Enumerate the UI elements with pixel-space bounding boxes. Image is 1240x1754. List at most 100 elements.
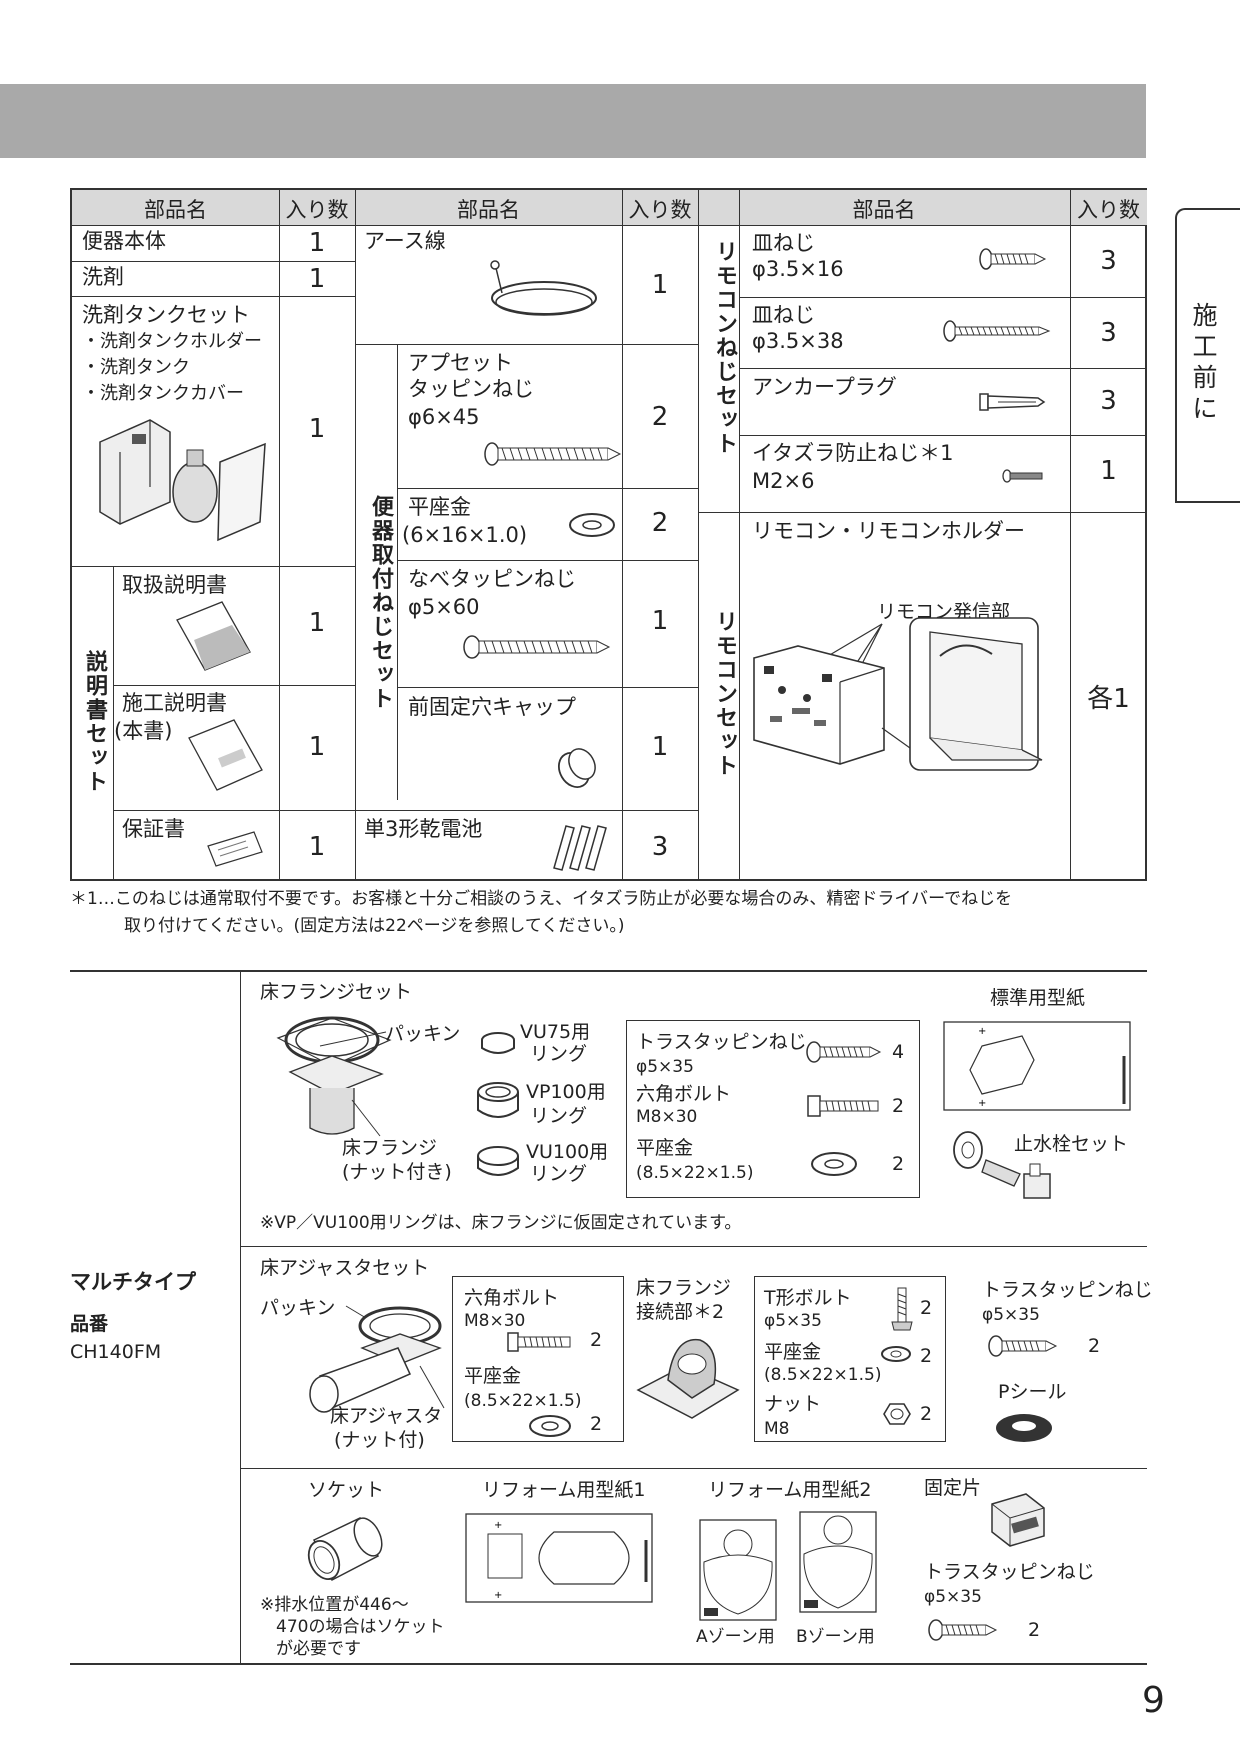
hex-bolt-name: 六角ボルト xyxy=(636,1083,732,1105)
parts-table: 部品名 入り数 部品名 入り数 部品名 入り数 便器本体 1 洗剤 1 洗剤タン… xyxy=(70,188,1147,881)
qty-detergent: 1 xyxy=(308,264,326,294)
truss-screw-icon xyxy=(806,1041,882,1063)
ring-vp100-name: VP100用 xyxy=(526,1081,606,1103)
part-install-manual: 施工説明書 xyxy=(122,691,227,715)
hex-bolt-qty: 2 xyxy=(892,1095,905,1117)
footnote-line-1: ＊1…このねじは通常取付不要です。お客様と十分ご相談のうえ、イタズラ防止が必要な… xyxy=(70,889,1013,909)
part-anti-tamper-screw-spec: M2×6 xyxy=(752,469,815,493)
flat-washer-icon xyxy=(811,1152,857,1176)
fixer-screw-icon xyxy=(928,1619,998,1641)
connector-label: 床フランジ xyxy=(636,1277,732,1299)
adj-washer-icon xyxy=(529,1415,571,1437)
qty-upset-screw: 2 xyxy=(651,402,669,432)
fixer-screw-qty: 2 xyxy=(1028,1619,1041,1641)
socket-label: ソケット xyxy=(308,1479,385,1501)
flange-screw-box xyxy=(626,1020,920,1198)
qty-anchor-plug: 3 xyxy=(1100,386,1117,416)
part-install-manual-sub: (本書) xyxy=(114,719,173,743)
flange-leader xyxy=(351,1099,381,1137)
ring-vu75-icon xyxy=(481,1032,515,1054)
floor-adjuster-icon xyxy=(309,1305,445,1413)
adj-truss-screw-icon xyxy=(988,1335,1058,1357)
part-anti-tamper-screw: イタズラ防止ねじ＊1 xyxy=(752,441,954,465)
t-bolt-spec: φ5×35 xyxy=(764,1311,822,1331)
standard-template-icon: + + xyxy=(943,1021,1131,1111)
floor-flange-icon xyxy=(276,1016,392,1135)
adj-washer-name: 平座金 xyxy=(464,1365,522,1387)
p-seal-icon xyxy=(996,1414,1052,1442)
ring-note: ※VP／VU100用リングは、床フランジに仮固定されています。 xyxy=(260,1213,742,1233)
floor-flange-set-title: 床フランジセット xyxy=(260,981,413,1003)
packing-label: パッキン xyxy=(385,1023,461,1045)
adj-truss-screw-qty: 2 xyxy=(1088,1335,1101,1357)
standard-template-label: 標準用型紙 xyxy=(990,987,1086,1009)
ring-vp100-sub: リング xyxy=(530,1105,588,1127)
qty-remote-set: 各1 xyxy=(1087,684,1130,714)
t-bolt-qty: 2 xyxy=(920,1297,933,1319)
floor-flange-label: 床フランジ xyxy=(342,1137,438,1159)
qty-tank-set: 1 xyxy=(308,414,326,444)
reform-template-1-label: リフォーム用型紙1 xyxy=(482,1479,646,1501)
earth-wire-icon xyxy=(490,260,597,316)
qty-front-cap: 1 xyxy=(651,732,669,762)
floor-flange-sub: (ナット付き) xyxy=(342,1161,452,1183)
qty-flat-screw-16: 3 xyxy=(1100,246,1117,276)
part-detergent: 洗剤 xyxy=(82,265,124,289)
group-manual-set: 説明書セット xyxy=(82,650,107,794)
fixer-icon xyxy=(991,1493,1045,1547)
adj-hex-bolt-icon xyxy=(507,1332,571,1352)
socket-icon xyxy=(307,1516,383,1582)
header-name-2: 部品名 xyxy=(457,198,520,222)
connector-sub: 接続部＊2 xyxy=(636,1301,725,1323)
part-flat-screw-38-spec: φ3.5×38 xyxy=(752,329,844,353)
truss-screw-name: トラスタッピンねじ xyxy=(636,1031,807,1053)
fixer-screw-spec: φ5×35 xyxy=(924,1587,982,1607)
remote-controller-icon xyxy=(753,617,1043,771)
adjuster-packing-label: パッキン xyxy=(260,1297,336,1319)
fixer-screw-name: トラスタッピンねじ xyxy=(924,1561,1095,1583)
qty-flat-washer: 2 xyxy=(651,508,669,538)
flat-washer-qty: 2 xyxy=(892,1153,905,1175)
tbox-washer-qty: 2 xyxy=(920,1345,933,1367)
part-pan-screw-spec: φ5×60 xyxy=(408,595,480,619)
svg-text:+: + xyxy=(494,1590,502,1601)
reform-template-2-label: リフォーム用型紙2 xyxy=(708,1479,872,1501)
adjuster-sub: (ナット付) xyxy=(334,1429,425,1451)
group-remote-screw-set: リモコンねじセット xyxy=(712,240,737,456)
svg-text:+: + xyxy=(978,1098,986,1109)
part-flat-washer: 平座金 xyxy=(408,495,471,519)
flange-connector-icon xyxy=(636,1338,740,1419)
ring-vu100-icon xyxy=(477,1146,519,1176)
svg-text:+: + xyxy=(494,1520,502,1531)
upset-screw-icon xyxy=(484,442,622,466)
t-bolt-name: T形ボルト xyxy=(764,1287,852,1309)
section-tab xyxy=(1175,208,1240,503)
washer-icon xyxy=(569,513,615,537)
nut-icon xyxy=(883,1403,911,1425)
part-upset-screw: アプセット xyxy=(408,351,513,375)
header-qty-2: 入り数 xyxy=(628,198,692,222)
warranty-card-icon xyxy=(207,831,263,867)
part-tank-item-2: ・洗剤タンク xyxy=(82,357,190,378)
p-seal-label: Pシール xyxy=(998,1381,1067,1403)
adj-hex-bolt-qty: 2 xyxy=(590,1329,603,1351)
header-qty-3: 入り数 xyxy=(1077,198,1140,222)
adjuster-bolt-box xyxy=(452,1276,624,1442)
stop-valve-icon xyxy=(953,1131,1051,1199)
zone-a-template-icon xyxy=(699,1519,777,1621)
stop-valve-label: 止水栓セット xyxy=(1014,1133,1129,1155)
hex-bolt-spec: M8×30 xyxy=(636,1107,698,1127)
ring-vp100-icon xyxy=(477,1082,519,1118)
adjuster-label: 床アジャスタ xyxy=(330,1405,443,1427)
zone-a-label: Aゾーン用 xyxy=(696,1627,775,1647)
packing-leader xyxy=(319,1031,387,1047)
part-flat-screw-16: 皿ねじ xyxy=(752,231,815,255)
page-number: 9 xyxy=(1142,1680,1165,1721)
nut-name: ナット xyxy=(764,1393,822,1415)
part-remote-holder: リモコン・リモコンホルダー xyxy=(752,519,1025,543)
ring-vu100-name: VU100用 xyxy=(526,1141,609,1163)
qty-warranty: 1 xyxy=(308,832,326,862)
part-flat-screw-16-spec: φ3.5×16 xyxy=(752,257,844,281)
part-number-value: CH140FM xyxy=(70,1341,162,1363)
adj-hex-bolt-name: 六角ボルト xyxy=(464,1287,560,1309)
